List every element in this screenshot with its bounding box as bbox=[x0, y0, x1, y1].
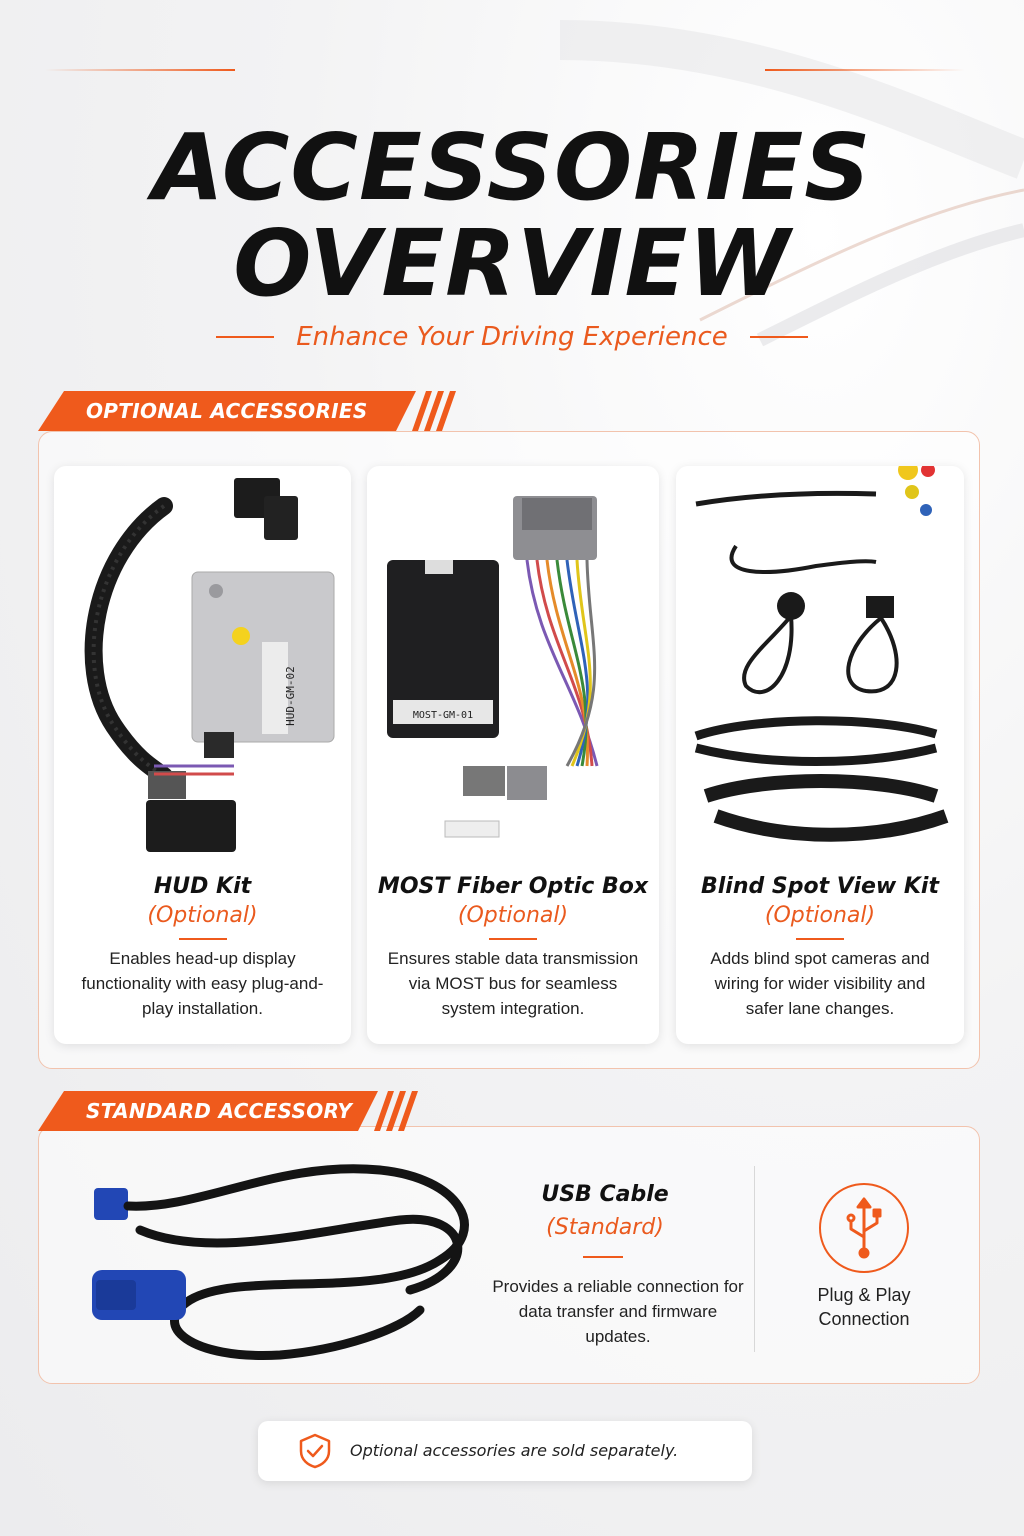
most-box-divider bbox=[489, 938, 537, 940]
page-subtitle: Enhance Your Driving Experience bbox=[296, 322, 728, 352]
usb-cable-description: Provides a reliable connection for data … bbox=[492, 1277, 744, 1346]
most-box-tag: (Optional) bbox=[457, 903, 569, 928]
most-box-description: Ensures stable data transmission via MOS… bbox=[387, 949, 639, 1018]
most-box-card[interactable]: MOST-GM-01 MOST Fiber Optic Box (Optiona… bbox=[367, 466, 659, 1044]
standard-accessory-label: STANDARD ACCESSORY bbox=[86, 1099, 353, 1123]
header-rule-right bbox=[765, 69, 965, 71]
blind-spot-divider bbox=[796, 938, 844, 940]
usb-cable-image bbox=[92, 1164, 469, 1360]
hud-kit-card[interactable]: HUD-GM-02 HUD Kit (Optional) Enables hea… bbox=[54, 466, 351, 1044]
footer-note-text: Optional accessories are sold separately… bbox=[350, 1441, 679, 1460]
subtitle-dash-left bbox=[216, 336, 275, 338]
hud-kit-image: HUD-GM-02 bbox=[84, 478, 335, 852]
page-title-line-2: OVERVIEW bbox=[233, 210, 791, 317]
most-box-image: MOST-GM-01 bbox=[387, 496, 599, 838]
subtitle-row: Enhance Your Driving Experience bbox=[0, 322, 1024, 352]
usb-cable-divider bbox=[583, 1256, 623, 1258]
optional-accessories-tab: OPTIONAL ACCESSORIES bbox=[38, 391, 458, 431]
hud-kit-description: Enables head-up display functionality wi… bbox=[81, 949, 324, 1018]
shield-check-icon bbox=[299, 1433, 331, 1469]
footer-note: Optional accessories are sold separately… bbox=[258, 1421, 752, 1481]
optional-accessories-label: OPTIONAL ACCESSORIES bbox=[86, 399, 368, 423]
blind-spot-name: Blind Spot View Kit bbox=[701, 874, 939, 899]
page-title-line-1: ACCESSORIES bbox=[152, 114, 872, 221]
standard-accessory-tab: STANDARD ACCESSORY bbox=[38, 1091, 418, 1131]
tab-stripes-decoration bbox=[374, 1091, 418, 1131]
header-rule-left bbox=[45, 69, 235, 71]
hud-module-label: HUD-GM-02 bbox=[284, 666, 297, 726]
most-box-name: MOST Fiber Optic Box bbox=[377, 874, 649, 899]
hud-kit-name: HUD Kit bbox=[153, 874, 252, 899]
standard-panel-divider bbox=[754, 1166, 755, 1352]
usb-icon bbox=[846, 1197, 882, 1259]
plug-and-play-label: Plug & Play Connection bbox=[817, 1285, 911, 1329]
subtitle-dash-right bbox=[749, 336, 808, 338]
usb-cable-tag: (Standard) bbox=[546, 1215, 664, 1240]
hud-kit-tag: (Optional) bbox=[147, 903, 258, 928]
tab-stripes-decoration bbox=[412, 391, 456, 431]
blind-spot-image bbox=[694, 466, 949, 842]
blind-spot-tag: (Optional) bbox=[764, 903, 876, 928]
hud-kit-divider bbox=[178, 938, 227, 940]
usb-cable-name: USB Cable bbox=[541, 1182, 669, 1207]
blind-spot-description: Adds blind spot cameras and wiring for w… bbox=[710, 949, 930, 1018]
most-module-label: MOST-GM-01 bbox=[413, 710, 473, 721]
blind-spot-card[interactable]: Blind Spot View Kit (Optional) Adds blin… bbox=[676, 466, 964, 1044]
usb-icon-circle bbox=[819, 1183, 909, 1273]
